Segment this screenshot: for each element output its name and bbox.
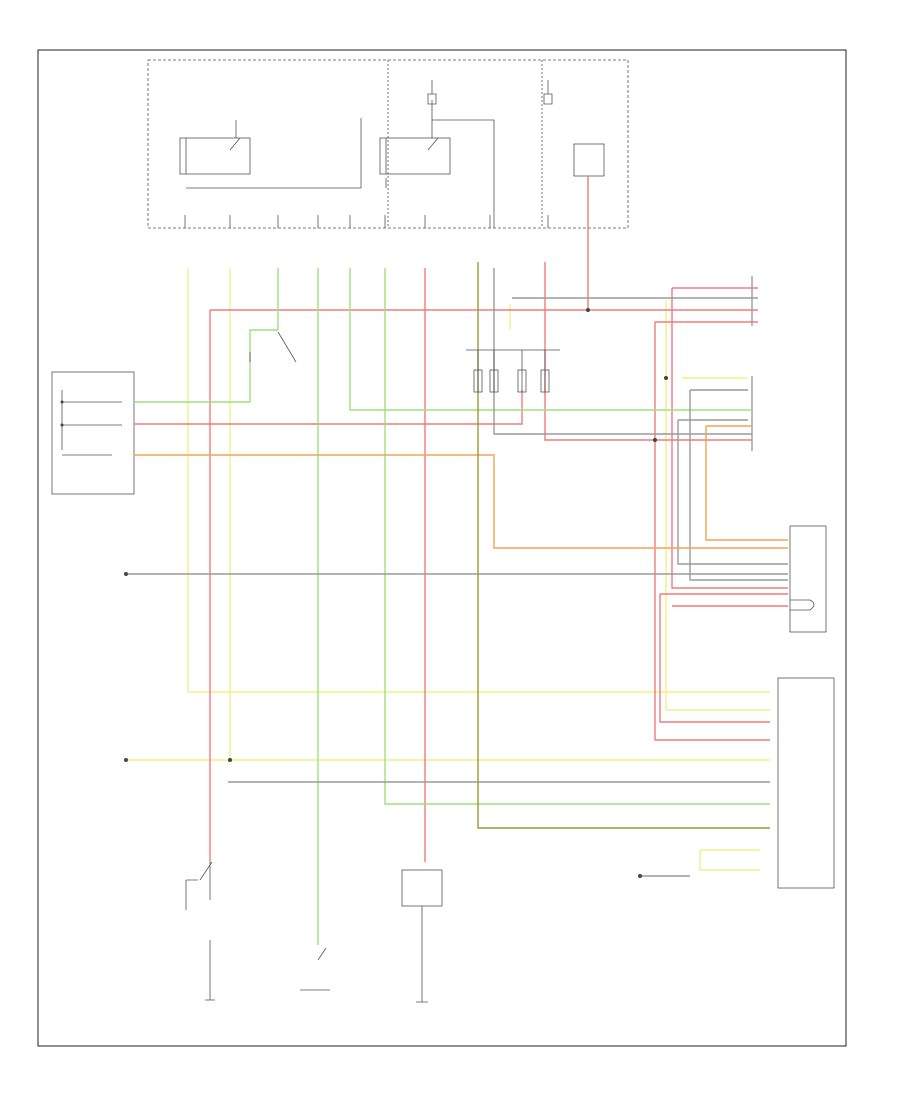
wire-green-5	[384, 268, 770, 805]
wire-orange-2	[705, 425, 788, 541]
wire-yellow-1	[187, 268, 770, 693]
green-switch	[249, 331, 297, 363]
wire-orange-1	[134, 454, 788, 549]
wire-yellow-5	[699, 849, 760, 871]
bottom-right-relay	[401, 869, 443, 1003]
wire-red-8	[654, 321, 770, 741]
wire-red-4	[134, 390, 523, 425]
outer-frame	[37, 49, 847, 1047]
bottom-left-switch	[185, 860, 215, 1001]
right-lower-module	[777, 677, 835, 889]
wire-green-4	[349, 268, 752, 411]
left-switch-box	[51, 371, 135, 495]
wire-red-6	[544, 262, 752, 441]
wire-green-2	[134, 329, 278, 403]
fuse-relay-box	[147, 59, 629, 229]
wire-olive-1	[477, 262, 770, 829]
right-middle-connector	[789, 525, 827, 633]
wire-gray-6	[677, 419, 788, 565]
wire-red-7	[671, 287, 788, 589]
bottom-center-switch	[300, 947, 330, 991]
wire-red-9	[659, 593, 788, 723]
wire-gray-4	[493, 268, 752, 435]
wire-gray-5	[689, 389, 788, 581]
center-relay	[466, 349, 560, 393]
wire-yellow-4	[665, 300, 770, 711]
